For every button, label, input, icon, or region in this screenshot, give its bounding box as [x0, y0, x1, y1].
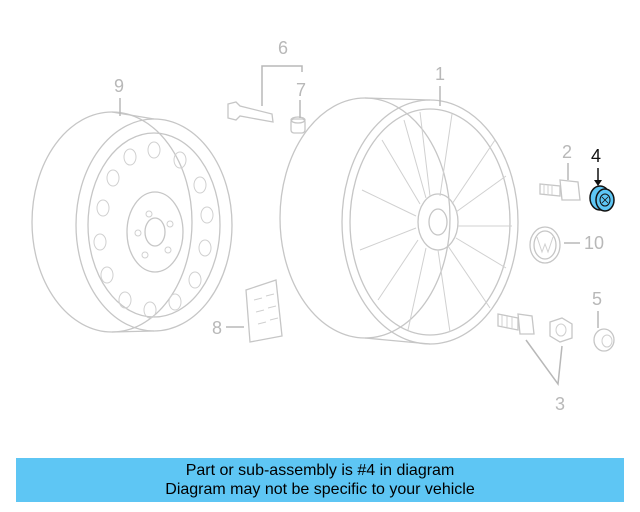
lock-key-part-3 — [549, 317, 573, 343]
balance-weight-part-8 — [245, 279, 283, 343]
leader-6 — [261, 65, 303, 106]
callout-3: 3 — [555, 394, 565, 414]
callout-1: 1 — [435, 64, 445, 84]
arrowhead-4 — [594, 180, 602, 186]
valve-stem-part-6 — [227, 101, 274, 123]
callout-8: 8 — [212, 318, 222, 338]
wheel-bolt-part-2 — [539, 179, 581, 201]
callout-7: 7 — [296, 80, 306, 100]
highlighted-part-4 — [589, 185, 615, 212]
wheel-parts-diagram: 9 6 7 1 2 — [31, 38, 615, 414]
alloy-wheel-part-1 — [279, 97, 519, 345]
callout-2: 2 — [562, 142, 572, 162]
diagram-notice-banner: Part or sub-assembly is #4 in diagram Di… — [16, 458, 624, 502]
center-cap-part-10 — [529, 226, 561, 264]
callout-10: 10 — [584, 233, 604, 253]
valve-cap-part-7 — [290, 116, 306, 134]
leader-3 — [525, 339, 563, 387]
callout-5: 5 — [592, 289, 602, 309]
nut-cap-part-5 — [593, 328, 615, 352]
callout-6: 6 — [278, 38, 288, 58]
banner-line-1: Part or sub-assembly is #4 in diagram — [185, 462, 455, 479]
steel-wheel-part-9 — [31, 111, 233, 333]
banner-line-2: Diagram may not be specific to your vehi… — [165, 481, 475, 498]
callout-9: 9 — [114, 76, 124, 96]
locking-bolt-part-3 — [497, 313, 535, 335]
callout-4: 4 — [591, 146, 601, 166]
